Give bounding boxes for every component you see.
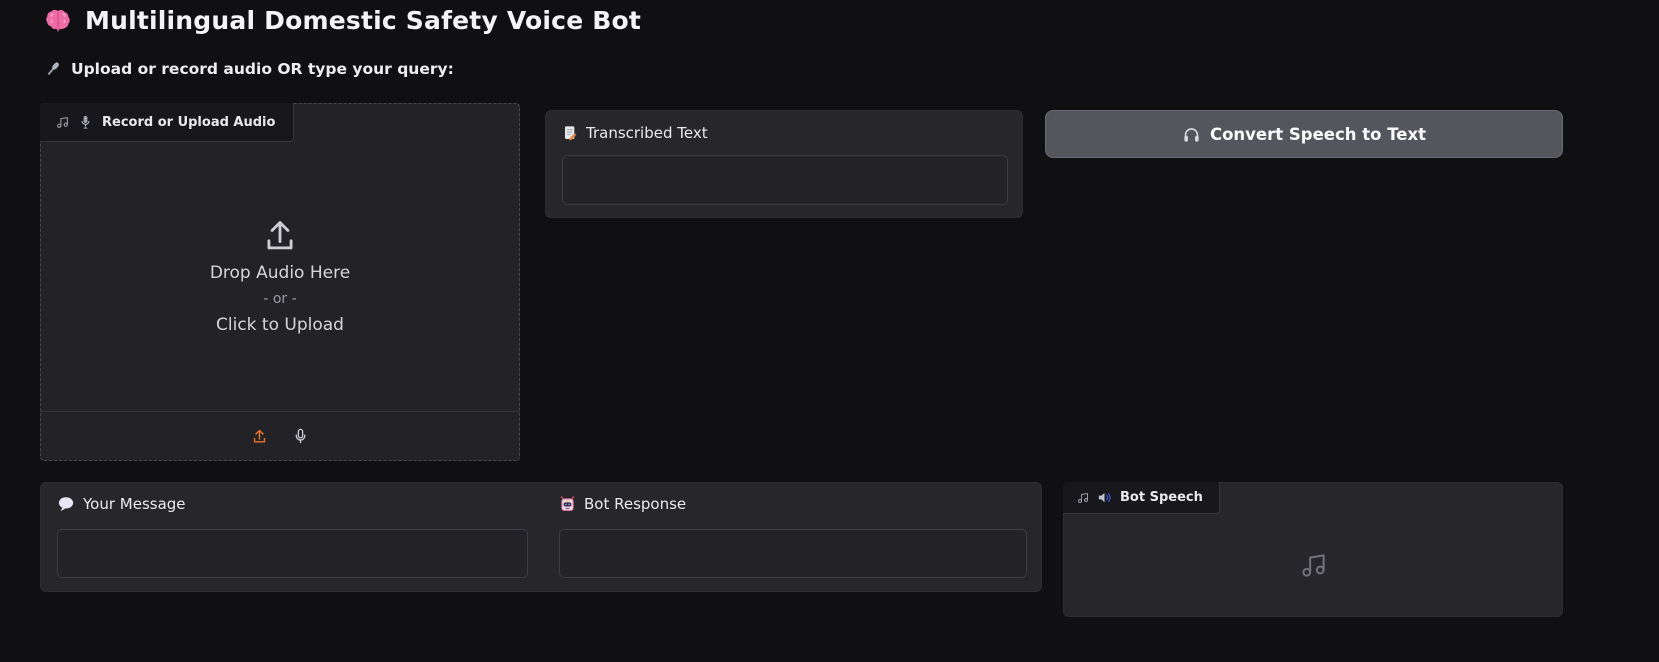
microphone-icon (44, 60, 62, 78)
dropzone-text-or: - or - (263, 291, 297, 307)
your-message-component: Your Message (57, 483, 528, 591)
bot-speech-empty-state (1064, 514, 1562, 616)
convert-speech-button-label: Convert Speech to Text (1209, 124, 1426, 144)
microphone-source-icon (292, 428, 309, 445)
your-message-label-text: Your Message (83, 495, 186, 513)
audio-input-label: Record or Upload Audio (40, 103, 295, 142)
music-note-icon (1300, 552, 1327, 579)
music-note-icon (56, 116, 69, 129)
audio-dropzone[interactable]: Drop Audio Here - or - Click to Upload (41, 142, 519, 410)
headphones-icon (1182, 125, 1201, 144)
speaker-icon (1097, 490, 1112, 505)
music-note-icon (1077, 492, 1089, 504)
bot-response-component: Bot Response (559, 483, 1027, 591)
brain-icon (44, 7, 72, 35)
robot-icon (559, 495, 576, 513)
your-message-input[interactable] (57, 529, 528, 578)
instruction-line: Upload or record audio OR type your quer… (44, 60, 454, 78)
bot-speech-component: Bot Speech (1063, 482, 1563, 617)
studio-microphone-icon (78, 115, 93, 130)
instruction-text: Upload or record audio OR type your quer… (71, 60, 454, 78)
message-row-panel: Your Message Bot Response (40, 482, 1042, 592)
transcribed-text-input[interactable] (562, 155, 1008, 205)
page-title: Multilingual Domestic Safety Voice Bot (85, 6, 642, 35)
memo-icon (562, 125, 578, 141)
transcribed-text-label-text: Transcribed Text (586, 124, 708, 142)
audio-source-divider (41, 411, 519, 412)
audio-input-label-text: Record or Upload Audio (102, 114, 276, 130)
bot-speech-label: Bot Speech (1063, 482, 1220, 514)
bot-speech-label-text: Bot Speech (1120, 490, 1203, 505)
speech-balloon-icon (57, 495, 75, 513)
audio-input-component: Record or Upload Audio Drop Audio Here -… (40, 103, 520, 461)
upload-source-icon (251, 428, 268, 445)
page-header: Multilingual Domestic Safety Voice Bot (44, 6, 641, 35)
dropzone-text-click: Click to Upload (216, 315, 344, 335)
bot-response-input[interactable] (559, 529, 1027, 578)
your-message-label: Your Message (57, 495, 528, 513)
audio-source-bar (41, 412, 519, 460)
upload-icon (261, 217, 299, 255)
dropzone-text-primary: Drop Audio Here (209, 263, 351, 283)
convert-speech-button[interactable]: Convert Speech to Text (1045, 110, 1563, 158)
transcribed-text-component: Transcribed Text (545, 110, 1023, 218)
bot-response-label: Bot Response (559, 495, 1027, 513)
upload-source-button[interactable] (248, 425, 271, 448)
transcribed-text-label: Transcribed Text (562, 124, 1006, 142)
microphone-source-button[interactable] (289, 425, 312, 448)
bot-response-label-text: Bot Response (584, 495, 687, 513)
